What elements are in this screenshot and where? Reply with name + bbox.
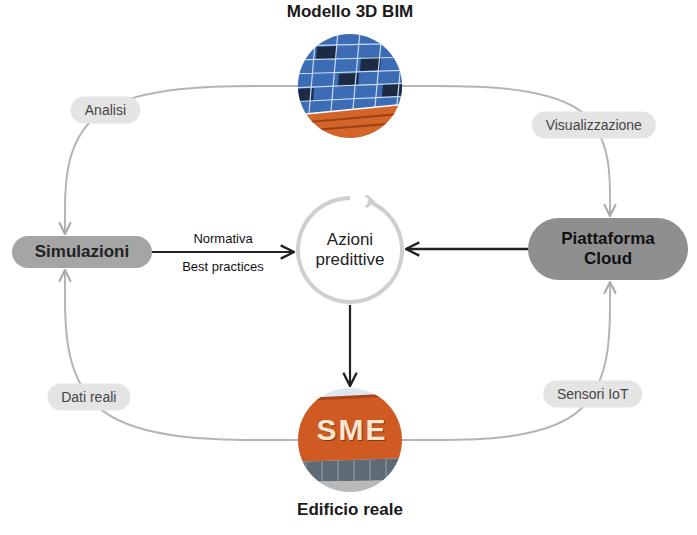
flow-arrow	[349, 305, 351, 386]
edge-label-pill: Dati reali	[47, 384, 130, 411]
central-circle: Azioni predittive	[295, 195, 405, 305]
node-text: Piattaforma Cloud	[542, 229, 674, 269]
facade	[292, 394, 412, 462]
cornice	[292, 394, 412, 400]
building-wall	[284, 104, 414, 142]
bim-model-picture	[284, 30, 414, 142]
node-text: Edificio reale	[297, 500, 403, 520]
solar-panel	[360, 57, 381, 71]
edge-label-text: Analisi	[85, 101, 126, 118]
ground	[288, 480, 412, 496]
flow-arrow	[406, 248, 528, 251]
edge-label-pill: Analisi	[71, 96, 140, 123]
cycle-arc	[65, 86, 298, 234]
edge-label-pill: Visualizzazione	[532, 111, 656, 138]
photo-circle-frame	[298, 34, 402, 138]
roof	[286, 30, 414, 116]
cycle-arc	[402, 86, 610, 216]
node-heading: Edificio reale	[297, 500, 403, 520]
solar-panel	[382, 83, 403, 97]
building-sign: SME	[316, 413, 387, 447]
edge-note: Normativa	[193, 231, 252, 246]
edge-label-pill: Sensori IoT	[543, 381, 643, 408]
edge-note-text: Best practices	[182, 259, 264, 274]
glass-front	[292, 458, 412, 482]
edge-label-text: Sensori IoT	[557, 386, 629, 403]
real-building-node: Edificio reale	[250, 386, 450, 526]
cycle-arc	[65, 270, 298, 440]
ring-text-box: Azioni predittive	[302, 230, 398, 270]
process-pill: Piattaforma Cloud	[528, 218, 688, 280]
real-building-picture	[288, 386, 412, 496]
edge-note: Best practices	[182, 259, 264, 274]
cycle-ring	[296, 196, 404, 304]
cycle-arc	[402, 282, 610, 440]
flow-arrow	[152, 251, 294, 253]
edge-label-text: Dati reali	[61, 389, 116, 406]
edge-label-text: Visualizzazione	[546, 116, 642, 133]
node-heading: Modello 3D BIM	[287, 2, 414, 22]
solar-panel	[316, 46, 337, 60]
ring-arrow-tip	[366, 195, 373, 207]
node-text: Azioni predittive	[302, 230, 398, 270]
process-pill: Simulazioni	[12, 236, 152, 268]
panel-grid	[288, 30, 413, 113]
mullions	[306, 459, 402, 482]
node-text: Simulazioni	[35, 242, 129, 262]
sign-text: SME	[316, 413, 387, 447]
window-band	[288, 113, 412, 132]
bim-model-node: Modello 3D BIM	[250, 2, 450, 140]
node-text: Modello 3D BIM	[287, 2, 414, 22]
edge-label-text: Normativa	[193, 231, 252, 246]
